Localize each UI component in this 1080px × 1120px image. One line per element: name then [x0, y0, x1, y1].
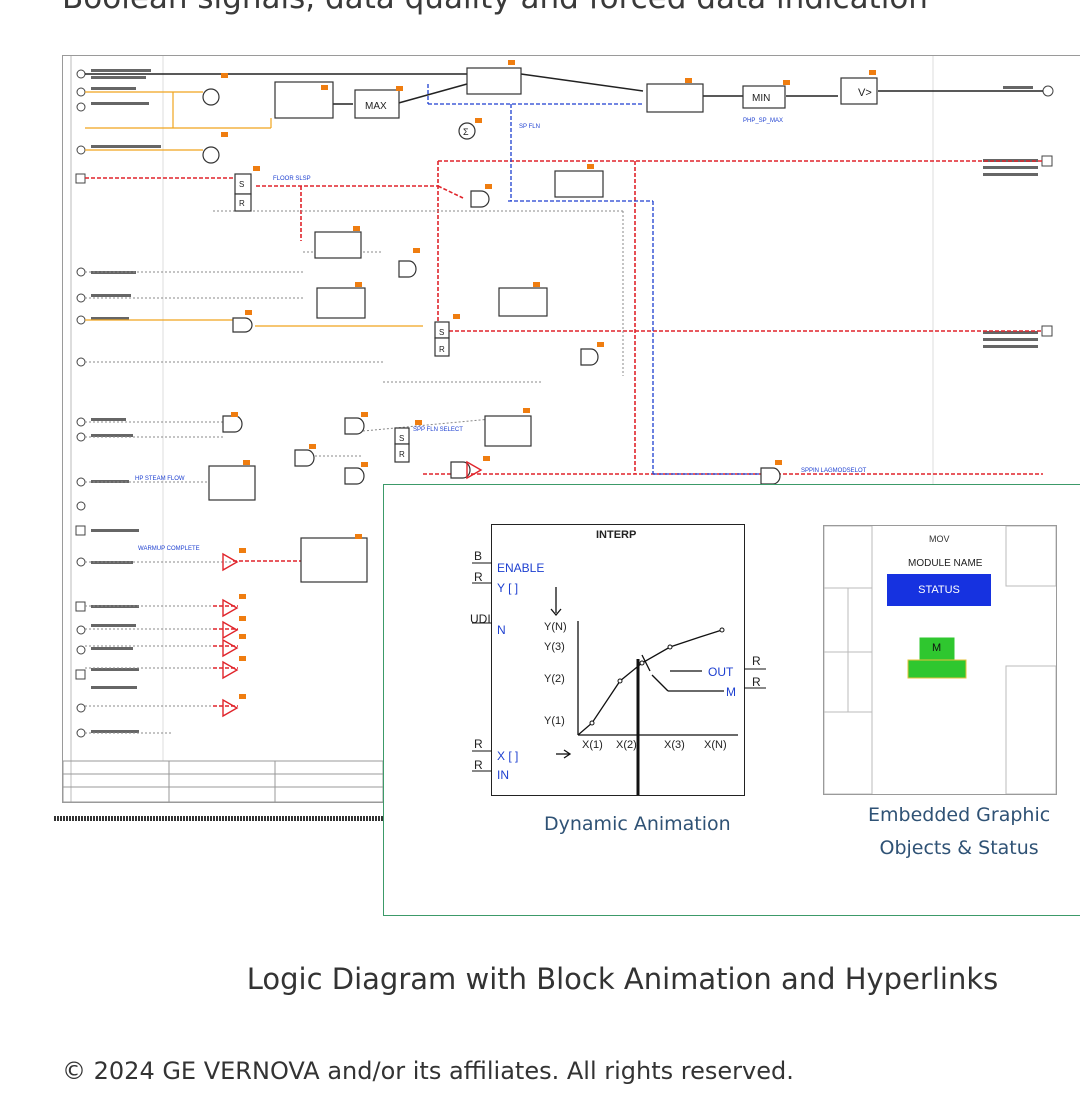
svg-text:V>: V> [858, 87, 872, 99]
interp-curve-drawing [550, 587, 738, 795]
pin-r-m: R [752, 675, 761, 689]
svg-text:S: S [439, 328, 444, 337]
mov-frame-drawing [824, 526, 1056, 794]
svg-text:R: R [399, 450, 405, 459]
x-label-3: X(3) [664, 739, 685, 751]
dynamic-animation-label: Dynamic Animation [544, 813, 731, 835]
interp-y-pin: Y [ ] [497, 581, 519, 595]
svg-text:R: R [239, 199, 245, 208]
pin-udi: UDI [470, 612, 491, 626]
y-label-n: Y(N) [544, 621, 567, 633]
x-label-1: X(1) [582, 739, 603, 751]
interp-x-pin: X [ ] [497, 749, 519, 763]
y-label-3: Y(3) [544, 641, 565, 653]
x-label-n: X(N) [704, 739, 727, 751]
pin-r-3: R [474, 758, 483, 772]
page-title: Boolean signals, data quality and forced… [62, 0, 928, 16]
spp-fln-select-label: SPP FLN SELECT [413, 427, 463, 433]
pin-r-out: R [752, 654, 761, 668]
interp-in-pin: IN [497, 768, 509, 782]
status-indicator[interactable]: STATUS [887, 574, 991, 606]
interp-out-pin: OUT [708, 665, 734, 679]
mov-title: MOV [929, 534, 950, 544]
sp-fln-label: SP FLN [519, 124, 540, 130]
sppin-lagmodselect-label: SPPIN LAGMODSELOT [801, 468, 867, 474]
pin-b: B [474, 549, 483, 563]
svg-text:S: S [399, 434, 404, 443]
logic-diagram-drawing: MAX MIN Σ SR SR SR V> FLOOR SLSP SPP FLN… [62, 56, 1080, 803]
interp-m-pin: M [726, 685, 736, 699]
svg-text:R: R [439, 345, 445, 354]
max-block-label: MAX [365, 101, 387, 112]
interp-title: INTERP [596, 529, 637, 541]
pin-r-1: R [474, 570, 483, 584]
embedded-graphic-label: Embedded Graphic Objects & Status [868, 799, 1050, 865]
embedded-label-line-1: Embedded Graphic [868, 804, 1051, 826]
x-label-2: X(2) [616, 739, 637, 751]
pin-r-2: R [474, 737, 483, 751]
motor-icon[interactable]: M [932, 642, 942, 654]
sum-block-label: Σ [463, 127, 469, 137]
svg-text:S: S [239, 180, 244, 189]
interp-block: INTERP ENABLE Y [ ] N X [ ] IN OUT M Y(N… [491, 524, 745, 796]
copyright-notice: © 2024 GE VERNOVA and/or its affiliates.… [62, 1057, 794, 1085]
module-name-label: MODULE NAME [908, 558, 983, 569]
inset-panel: INTERP ENABLE Y [ ] N X [ ] IN OUT M Y(N… [383, 484, 1080, 916]
figure-caption: Logic Diagram with Block Animation and H… [246, 962, 999, 996]
embedded-label-line-2: Objects & Status [879, 837, 1039, 859]
warmup-complete-label: WARMUP COMPLETE [138, 546, 200, 552]
floor-slsp-label: FLOOR SLSP [273, 176, 311, 182]
mov-faceplate: MOV MODULE NAME STATUS M [823, 525, 1057, 795]
php-sp-max-label: PHP_SP_MAX [743, 118, 783, 124]
sheet-ruler [54, 816, 384, 821]
interp-enable-pin: ENABLE [497, 561, 545, 575]
hp-steam-flow-label: HP STEAM FLOW [135, 476, 185, 482]
interp-pin-lines [472, 562, 766, 772]
y-label-1: Y(1) [544, 715, 565, 727]
interp-n-pin: N [497, 623, 506, 637]
y-label-2: Y(2) [544, 673, 565, 685]
min-block-label: MIN [752, 93, 770, 104]
